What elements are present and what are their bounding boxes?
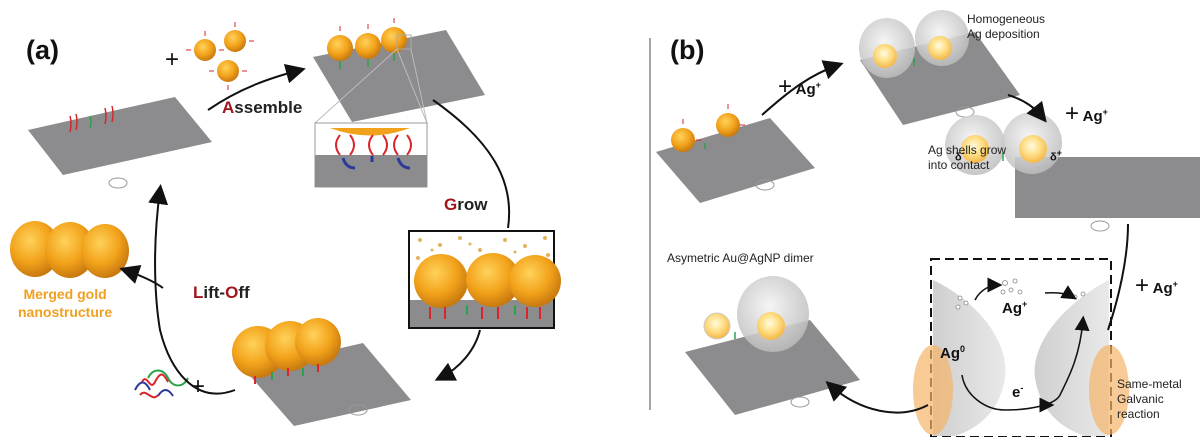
off-highlight: O: [225, 283, 239, 302]
ag-ion-3-plus: +: [1135, 272, 1150, 299]
free-gold-particles: [186, 22, 254, 90]
plus-particles: +: [165, 46, 180, 73]
substrate-b1: [656, 104, 815, 203]
ag-ion-2: + Ag+: [1065, 100, 1108, 128]
homogeneous-deposition-label: Homogeneous Ag deposition: [967, 12, 1046, 41]
assemble-highlight: A: [222, 98, 235, 117]
free-dna-strands: [134, 369, 189, 399]
asymmetric-dimer-label: Asymetric Au@AgNP dimer: [667, 251, 814, 265]
arrow-grow-down: [434, 329, 481, 381]
substrate-bare: [28, 97, 212, 189]
ag-ion-4-sup: +: [1022, 299, 1028, 309]
substrate-assembled: [313, 18, 485, 138]
merged-gold-label: Merged gold nanostructure: [18, 286, 113, 320]
ag-ion-1: + Ag+: [778, 73, 821, 101]
grow-rest: row: [457, 195, 488, 214]
arrow-assemble: [207, 63, 306, 111]
ag-ion-1-text: Ag: [795, 81, 816, 98]
ag-ion-3: + Ag+: [1135, 272, 1178, 300]
lift-highlight: L: [193, 283, 204, 302]
arrow-b-4: [825, 380, 929, 414]
zoom-inset-dna: [314, 48, 428, 188]
delta-minus: δ-: [955, 148, 965, 164]
panel-b-label: (b): [670, 35, 705, 65]
ag-ion-4: Ag+: [1002, 299, 1027, 317]
panel-a-label: (a): [26, 35, 59, 65]
label-lift-off: Lift-Off: [193, 283, 250, 303]
arrow-b-3: [1107, 223, 1129, 331]
plus-dna: +: [191, 373, 206, 400]
ag-ion-1-plus: +: [778, 73, 793, 100]
delta-plus-text: δ: [1050, 151, 1057, 164]
galvanic-zoom-box: [913, 258, 1129, 438]
ag-ion-2-sup: +: [1102, 107, 1108, 117]
delta-plus-sup: +: [1056, 148, 1063, 158]
merged-gold-nanostructure: [10, 221, 129, 278]
substrate-b2: [859, 10, 1020, 125]
assemble-rest: ssemble: [234, 98, 303, 117]
electron-sup: -: [1020, 383, 1024, 393]
grow-highlight: G: [444, 195, 458, 214]
arrow-grow: [432, 99, 511, 229]
delta-minus-sup: -: [961, 148, 965, 158]
substrate-grown: [232, 318, 411, 426]
delta-minus-text: δ: [955, 151, 962, 164]
ag-ion-2-text: Ag: [1082, 108, 1103, 125]
ag-ion-3-sup: +: [1172, 279, 1178, 289]
ag-zero-sup: 0: [960, 344, 966, 354]
substrate-dimer: [685, 276, 860, 415]
ag-zero-text: Ag: [940, 345, 960, 362]
electron: e-: [1012, 383, 1023, 401]
ag-ion-1-sup: +: [815, 80, 821, 90]
delta-plus: δ+: [1050, 148, 1062, 164]
substrate-b3: [945, 112, 1200, 232]
label-grow: Grow: [444, 195, 487, 215]
shells-contact-label: Ag shells grow into contact: [928, 143, 1007, 172]
arrow-b-2: [1007, 94, 1047, 123]
arrow-merged: [119, 264, 164, 289]
ag-ion-4-text: Ag: [1002, 300, 1022, 317]
ag-ion-2-plus: +: [1065, 100, 1080, 127]
label-assemble: Assemble: [222, 98, 302, 118]
lift-middle: ift-: [203, 283, 226, 302]
grow-inset: [408, 230, 561, 329]
galvanic-reaction-label: Same-metal Galvanic reaction: [1117, 377, 1182, 421]
ag-zero: Ag0: [940, 344, 965, 362]
ag-ion-3-text: Ag: [1152, 280, 1173, 297]
arrow-b-1: [761, 60, 844, 116]
arrow-liftoff: [148, 184, 236, 395]
off-rest: ff: [238, 283, 250, 302]
electron-text: e: [1012, 384, 1021, 401]
